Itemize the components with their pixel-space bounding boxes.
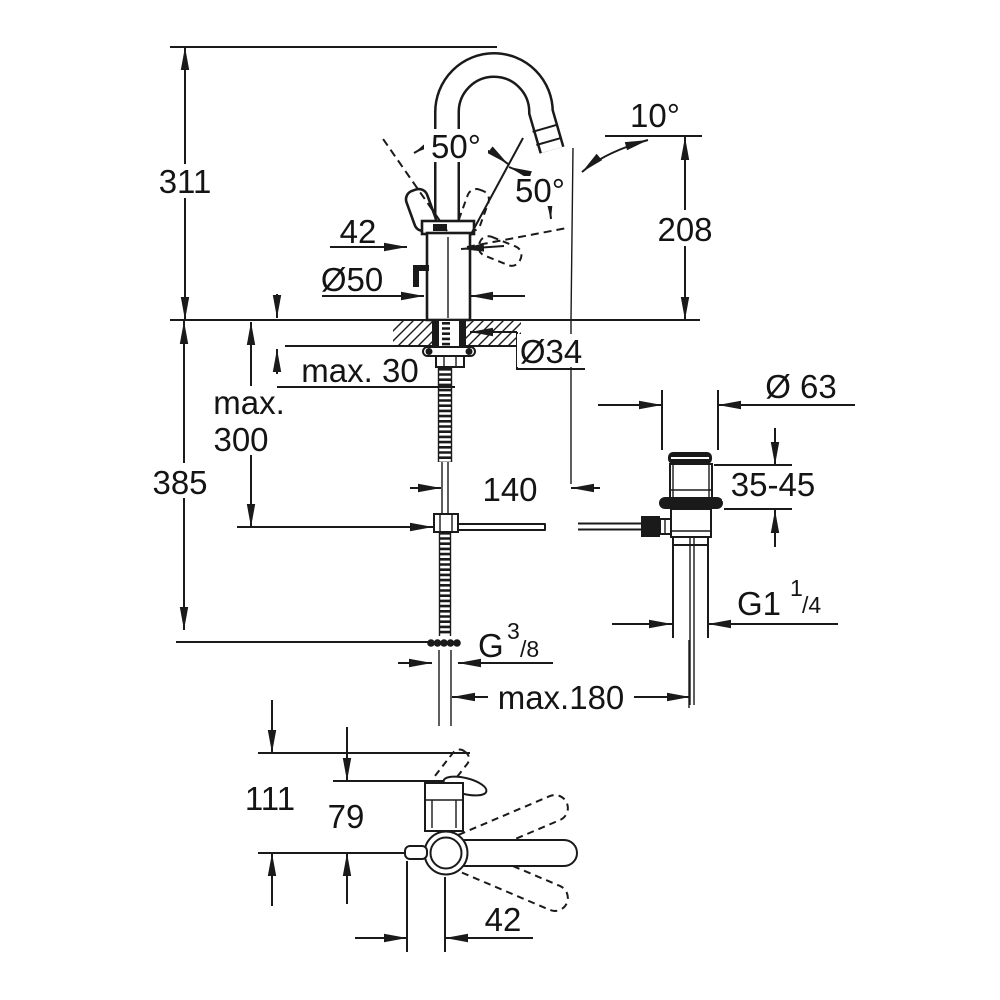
waste-lower-body: [670, 508, 712, 538]
label-supply-thread: G: [478, 627, 504, 664]
label-handle-projection: 42: [340, 213, 377, 250]
thread-labels: G1 1 /4 G 3 /8: [478, 575, 821, 664]
reference-lines: [170, 46, 702, 643]
label-waste-clamping: 35-45: [731, 466, 815, 503]
label-hose-reach-2: 300: [213, 421, 268, 458]
label-shank-reach: 385: [152, 464, 207, 501]
label-rod-distance: max.180: [498, 679, 625, 716]
body-plan: [424, 782, 464, 832]
popup-linkage: [433, 513, 641, 533]
dimension-labels: 311 42 Ø50 50° 50° 10° 208 max. 30 max. …: [152, 97, 836, 938]
spout-outlet-segments: [532, 123, 562, 146]
label-handle-swivel-angle: 50°: [431, 128, 481, 165]
lever-plan: [451, 839, 578, 867]
cap-tab: [433, 224, 447, 231]
swivel-ray-right: [469, 137, 524, 237]
waste-side-port: [641, 516, 660, 537]
label-body-diameter: Ø50: [321, 261, 383, 298]
label-waste-thread-sup: 1: [790, 575, 803, 601]
label-backgrounds: [144, 129, 824, 501]
mounting-shank: [422, 319, 476, 368]
label-deck-thickness: max. 30: [301, 352, 418, 389]
waste-flange: [659, 497, 723, 509]
spout-plan-dashed: [431, 748, 471, 792]
label-overall-height: 311: [159, 163, 212, 200]
label-waste-thread-sub: /4: [802, 592, 821, 618]
label-waste-thread: G1: [737, 585, 781, 622]
label-hose-reach-1: max.: [213, 384, 285, 421]
label-handle-open-angle: 50°: [515, 172, 565, 209]
linear-dimensions: [179, 47, 855, 952]
handle-lever-dashed-right: [458, 188, 490, 232]
label-outlet-height: 208: [657, 211, 712, 248]
label-waste-diameter: Ø 63: [765, 368, 837, 405]
handle-lever-dashed-open: [477, 235, 523, 267]
mounting-nut: [435, 355, 465, 368]
arc-10-spout: [581, 139, 649, 173]
pull-rod-knob: [413, 265, 429, 287]
label-spout-reach: 140: [482, 471, 537, 508]
waste-upper-body: [669, 463, 713, 499]
front-stub: [404, 845, 428, 860]
label-supply-thread-sup: 3: [507, 618, 520, 644]
label-plan-depth-total: 111: [245, 780, 295, 817]
swivel-ray-left: [380, 135, 448, 232]
popup-waste-valve: [641, 452, 723, 705]
faucet-plan-view: [258, 748, 578, 912]
hose-end-tube: [438, 650, 452, 726]
label-hole-diameter: Ø34: [520, 333, 582, 370]
supply-hose: [427, 532, 461, 726]
threaded-rod: [437, 368, 453, 514]
label-spout-angle: 10°: [630, 97, 680, 134]
pivot-circle-inner: [429, 836, 463, 870]
label-plan-depth-body: 79: [328, 798, 365, 835]
spout: [434, 52, 565, 231]
label-plan-handle-offset: 42: [485, 901, 522, 938]
label-supply-thread-sub: /8: [520, 636, 539, 662]
